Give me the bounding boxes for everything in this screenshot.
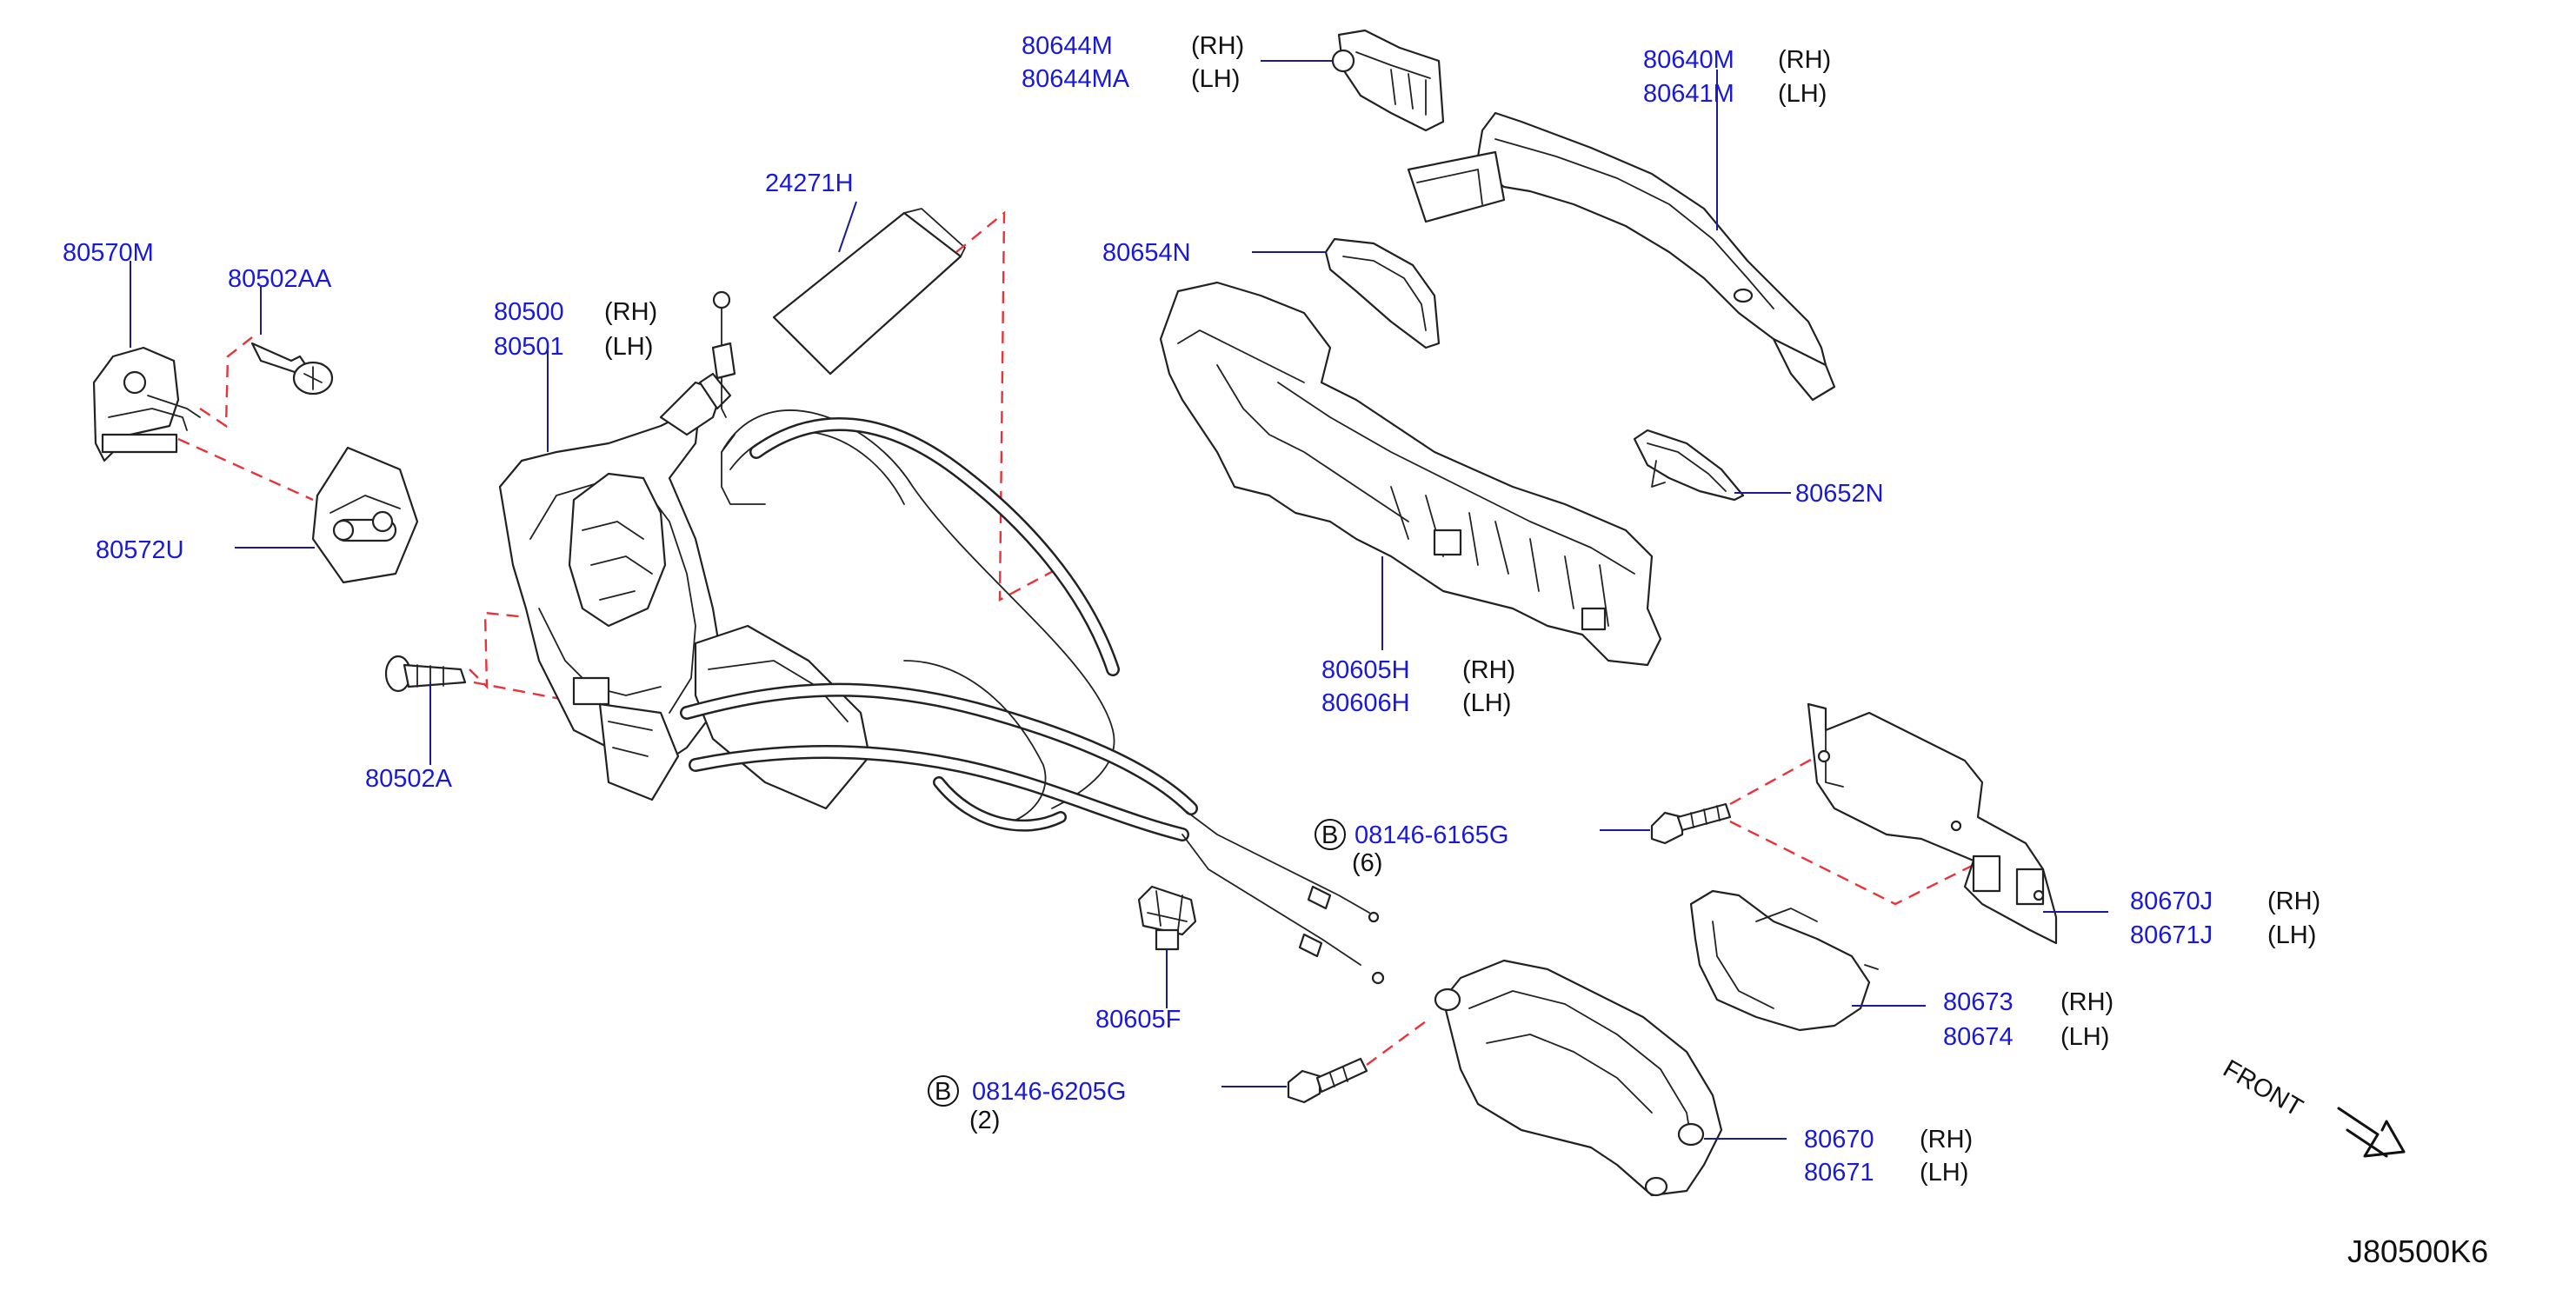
clip-drawing[interactable] — [1137, 885, 1197, 951]
label-80671J-side: (LH) — [2267, 921, 2316, 949]
lock-screw-drawing[interactable] — [384, 655, 467, 693]
label-80644M: 80644M — [1022, 32, 1113, 60]
striker-drawing[interactable] — [92, 346, 201, 462]
label-80670: 80670 — [1804, 1126, 1874, 1154]
label-80670-side: (RH) — [1920, 1126, 1973, 1154]
label-80500-side: (RH) — [604, 298, 657, 326]
label-08146-6205G-qty: (2) — [969, 1107, 1000, 1134]
inside-handle-cover-drawing[interactable] — [1689, 889, 1879, 1032]
badge-circle-upper — [1315, 819, 1346, 850]
screw-drawing[interactable] — [250, 342, 334, 396]
label-80605H: 80605H — [1321, 656, 1410, 684]
label-80501-side: (LH) — [604, 333, 653, 361]
label-80502A: 80502A — [365, 765, 453, 793]
front-arrow-icon — [2337, 1107, 2406, 1158]
label-80673: 80673 — [1943, 988, 2014, 1016]
label-80605H-side: (RH) — [1462, 656, 1515, 684]
cable-drawing[interactable] — [680, 290, 1385, 985]
label-80673-side: (RH) — [2060, 988, 2113, 1016]
label-80500: 80500 — [494, 298, 564, 326]
label-80671J: 80671J — [2130, 921, 2213, 949]
label-80670J-side: (RH) — [2267, 888, 2320, 915]
label-80502AA: 80502AA — [228, 265, 332, 293]
label-80606H: 80606H — [1321, 689, 1410, 717]
badge-lower: B — [935, 1078, 951, 1106]
label-24271H: 24271H — [765, 170, 854, 197]
label-80654N: 80654N — [1102, 239, 1191, 267]
pad-drawing[interactable] — [772, 208, 966, 376]
label-80652N: 80652N — [1795, 480, 1884, 508]
label-80674-side: (LH) — [2060, 1023, 2109, 1051]
small-gasket-drawing[interactable] — [1633, 429, 1745, 502]
label-80606H-side: (LH) — [1462, 689, 1511, 717]
label-80644MA-side: (LH) — [1191, 65, 1240, 93]
striker-cover-drawing[interactable] — [311, 446, 419, 584]
badge-upper: B — [1321, 821, 1338, 849]
bolt-upper-drawing[interactable] — [1650, 802, 1732, 845]
label-80501: 80501 — [494, 333, 564, 361]
label-80671: 80671 — [1804, 1159, 1874, 1187]
bracket-drawing[interactable] — [1807, 702, 2058, 945]
label-08146-6205G: 08146-6205G — [972, 1078, 1126, 1106]
diagram-reference: J80500K6 — [2347, 1233, 2488, 1269]
label-80644MA: 80644MA — [1022, 65, 1130, 93]
handle-frame-drawing[interactable] — [1159, 281, 1662, 667]
door-lock-drawing[interactable] — [498, 372, 871, 810]
label-80570M: 80570M — [63, 239, 154, 267]
label-80572U: 80572U — [96, 536, 184, 564]
front-label: FRONT — [2219, 1054, 2308, 1122]
label-80641M-side: (LH) — [1778, 80, 1827, 108]
handle-escutcheon-drawing[interactable] — [1331, 29, 1445, 132]
label-80670J: 80670J — [2130, 888, 2213, 915]
label-80640M-side: (RH) — [1778, 46, 1831, 74]
label-80644M-side: (RH) — [1191, 32, 1244, 60]
label-80674: 80674 — [1943, 1023, 2014, 1051]
label-08146-6165G-qty: (6) — [1352, 849, 1382, 877]
gasket-drawing[interactable] — [1324, 237, 1441, 349]
label-08146-6165G: 08146-6165G — [1355, 821, 1508, 849]
label-80641M: 80641M — [1643, 80, 1734, 108]
inside-handle-drawing[interactable] — [1434, 959, 1723, 1197]
badge-circle-lower — [928, 1075, 959, 1107]
label-80671-side: (LH) — [1920, 1159, 1968, 1187]
label-80640M: 80640M — [1643, 46, 1734, 74]
outside-handle-drawing[interactable] — [1407, 111, 1836, 402]
bolt-lower-drawing[interactable] — [1287, 1057, 1368, 1104]
label-80605F: 80605F — [1095, 1006, 1181, 1034]
